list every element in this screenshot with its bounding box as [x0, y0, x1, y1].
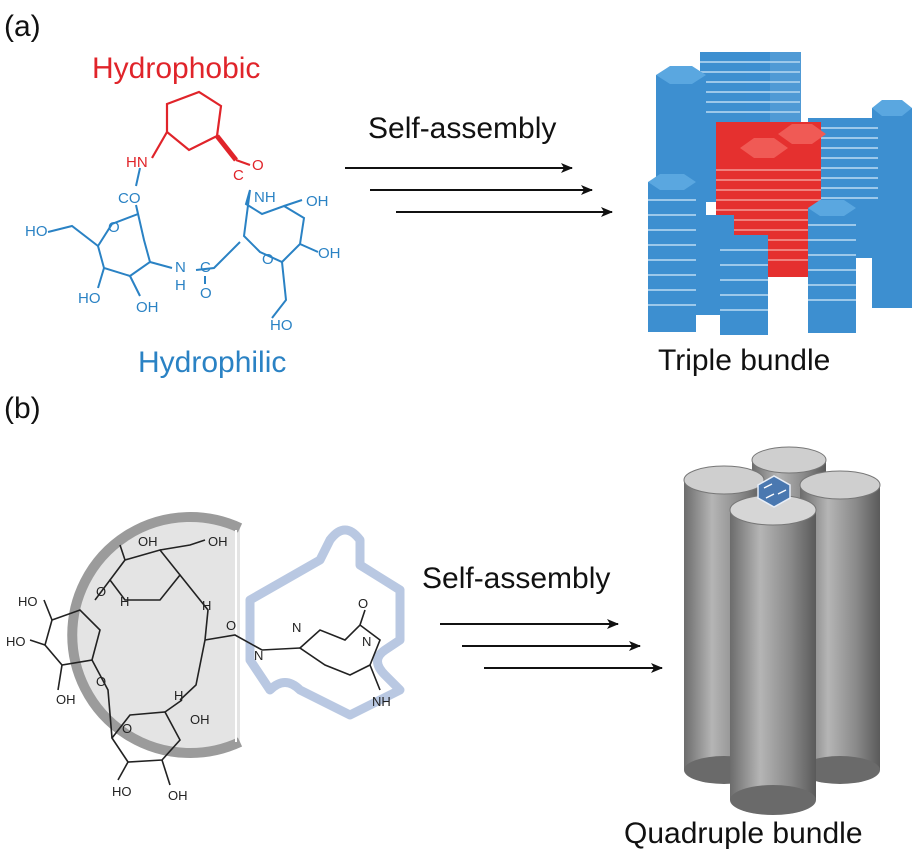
atom-b-ho-c: HO	[18, 594, 38, 609]
hex-top-left	[656, 66, 706, 84]
hydrophilic-label: Hydrophilic	[138, 346, 286, 379]
atom-b-nh2: NH	[372, 694, 391, 709]
triple-bundle-label: Triple bundle	[658, 344, 830, 377]
atom-oh-2: OH	[318, 245, 341, 262]
atom-nh-right: NH	[254, 189, 276, 206]
sheet-stripes	[700, 61, 800, 113]
atom-ho-left: HO	[25, 223, 48, 240]
atom-b-n1: N	[254, 648, 263, 663]
atom-hn: HN	[126, 154, 148, 171]
hex-top-red-1	[740, 138, 788, 158]
hex-column-front-center	[720, 235, 768, 335]
atom-c-bottom: C	[200, 259, 211, 276]
hydrophobic-label: Hydrophobic	[92, 52, 260, 85]
cyclohexane-ring	[151, 90, 251, 167]
atom-n-bottom: N	[175, 259, 186, 276]
atom-o-ring-1: O	[108, 219, 120, 236]
self-assembly-label-a: Self-assembly	[368, 112, 556, 145]
atom-b-o-guanine: O	[358, 596, 368, 611]
quadruple-bundle-label: Quadruple bundle	[624, 817, 863, 850]
g-quartet-center	[757, 475, 791, 508]
atom-b-o4: O	[226, 618, 236, 633]
panel-a: (a) Hydrophobic Hydrophilic HN C O	[4, 10, 912, 379]
atom-b-n2: N	[292, 620, 301, 635]
atom-b-n3: N	[362, 634, 371, 649]
triple-bundle-illustration	[648, 52, 912, 335]
atom-oh-lower: OH	[136, 299, 159, 316]
hex-column-right	[872, 108, 912, 308]
atom-b-h2: H	[202, 598, 211, 613]
atom-b-o1: O	[96, 584, 106, 599]
atom-ho-lower-left: HO	[78, 290, 101, 307]
cyclodextrin-circle	[67, 512, 243, 758]
atom-ho-bottom: HO	[270, 317, 293, 334]
cyclodextrin-atoms: OH OH HO HO OH HO OH OH O O O O H H H N …	[6, 534, 391, 803]
panel-a-label: (a)	[4, 10, 41, 43]
atom-h-bottom: H	[175, 277, 186, 294]
atom-b-oh-b: OH	[208, 534, 228, 549]
panel-b-label: (b)	[4, 392, 41, 425]
puzzle-piece	[245, 525, 405, 720]
atom-b-oh-e: OH	[56, 692, 76, 707]
atom-c-right: C	[233, 167, 244, 184]
self-assembly-label-b: Self-assembly	[422, 562, 610, 595]
quadruple-bundle-illustration	[683, 446, 881, 815]
hex-top-red-2	[778, 124, 826, 144]
atom-o-bottom: O	[200, 285, 212, 302]
atom-o-ring-2: O	[262, 251, 274, 268]
cylinder-front	[730, 510, 816, 800]
atom-oh-1: OH	[306, 193, 329, 210]
hex-top-right	[872, 100, 912, 116]
panel-b: (b) OH OH	[4, 392, 881, 850]
hex-top-front-right	[808, 200, 856, 216]
atom-b-ho-h: HO	[112, 784, 132, 799]
atom-b-o2: O	[96, 674, 106, 689]
hex-column-front-left	[648, 182, 696, 332]
atom-co-left: CO	[118, 190, 141, 207]
cyclodextrin-skeleton	[29, 539, 381, 786]
atom-b-oh-a: OH	[138, 534, 158, 549]
sugar-framework	[47, 167, 319, 319]
atom-b-h1: H	[120, 594, 129, 609]
atom-b-h3: H	[174, 688, 183, 703]
atom-b-o3: O	[122, 721, 132, 736]
atom-b-ho-d: HO	[6, 634, 26, 649]
hex-top-front-left	[648, 174, 696, 190]
atom-o-right: O	[252, 157, 264, 174]
atom-b-oh-f: OH	[168, 788, 188, 803]
atom-b-oh-g: OH	[190, 712, 210, 727]
